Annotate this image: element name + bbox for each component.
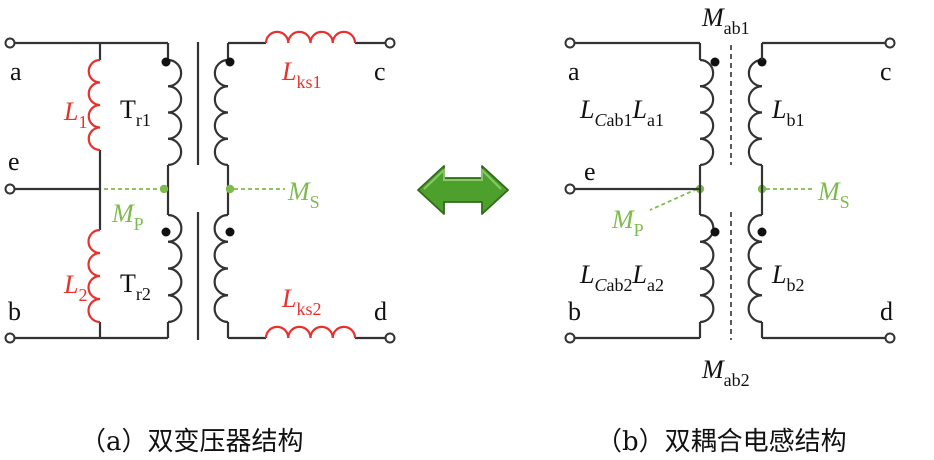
mp-label-right: MP (611, 205, 644, 240)
l1-coil (87, 58, 101, 152)
l1-label: L1 (63, 97, 87, 132)
polarity-dot-tr1-secondary (225, 57, 235, 67)
l2-coil (87, 228, 101, 324)
lks1-coil (264, 30, 357, 44)
lks2-coil (264, 325, 357, 339)
terminal-d-right-label: d (880, 297, 893, 326)
polarity-dot-lb2 (757, 227, 767, 237)
terminal-e-right-label: e (584, 157, 596, 186)
polarity-dots (161, 57, 767, 237)
terminal-b-label: b (8, 297, 21, 326)
tr1-primary-coil (167, 58, 183, 167)
polarity-dot-la1 (710, 57, 720, 67)
midpoint-dashes (104, 188, 815, 211)
polarity-dot-tr2-primary (161, 227, 171, 237)
lks2-label: Lks2 (281, 284, 321, 319)
terminal-a-right-node (564, 37, 576, 49)
terminal-b-right-label: b (568, 297, 581, 326)
lb1-coil (747, 58, 763, 167)
ms-label-right: MS (817, 177, 850, 212)
lcab2-la2-label: LCab2La2 (579, 260, 664, 295)
double-headed-arrow-icon (417, 165, 509, 215)
mab2-label: Mab2 (701, 355, 750, 390)
tr1-label: Tr1 (120, 95, 151, 130)
polarity-dot-lb1 (757, 57, 767, 67)
terminal-b-node (4, 332, 16, 344)
tr2-secondary-coil (213, 213, 229, 324)
terminal-d-right-node (884, 332, 896, 344)
double-coupled-inductor-circuit (574, 41, 886, 340)
terminal-d-node (384, 332, 396, 344)
tr1-secondary-coil (213, 58, 229, 167)
terminal-e-right-node (564, 183, 576, 195)
terminal-e-label: e (8, 147, 20, 176)
terminal-a-node (4, 37, 16, 49)
lcab1-la1-label: LCab1La1 (579, 95, 664, 130)
polarity-dot-la2 (710, 227, 720, 237)
ms-node-left (225, 184, 235, 194)
tr2-label: Tr2 (120, 269, 151, 304)
terminal-a-label: a (10, 57, 22, 86)
mp-node-left (159, 184, 169, 194)
ms-label-left: MS (287, 177, 320, 212)
terminal-a-right-label: a (568, 57, 580, 86)
polarity-dot-tr2-secondary (225, 227, 235, 237)
terminal-d-label: d (374, 297, 387, 326)
mp-label-left: MP (111, 199, 144, 234)
lks1-label: Lks1 (281, 57, 321, 92)
terminal-c-node (384, 37, 396, 49)
polarity-dot-tr1-primary (161, 57, 171, 67)
terminal-e-node (4, 183, 16, 195)
l2-label: L2 (63, 270, 87, 305)
terminal-c-right-node (884, 37, 896, 49)
tr2-primary-coil (167, 213, 183, 324)
la1-coil (699, 58, 715, 167)
terminal-c-right-label: c (880, 57, 892, 86)
lb2-coil (747, 213, 763, 324)
caption-b: （b）双耦合电感结构 (596, 427, 847, 457)
caption-a: （a）双变压器结构 (80, 427, 304, 457)
midpoint-dots (159, 184, 767, 194)
mp-dash-right (649, 188, 698, 211)
la2-coil (699, 213, 715, 324)
lb2-label: Lb2 (771, 260, 804, 295)
terminal-c-label: c (374, 57, 386, 86)
terminal-b-right-node (564, 332, 576, 344)
mab1-label: Mab1 (701, 3, 750, 38)
lb1-label: Lb1 (771, 95, 804, 130)
